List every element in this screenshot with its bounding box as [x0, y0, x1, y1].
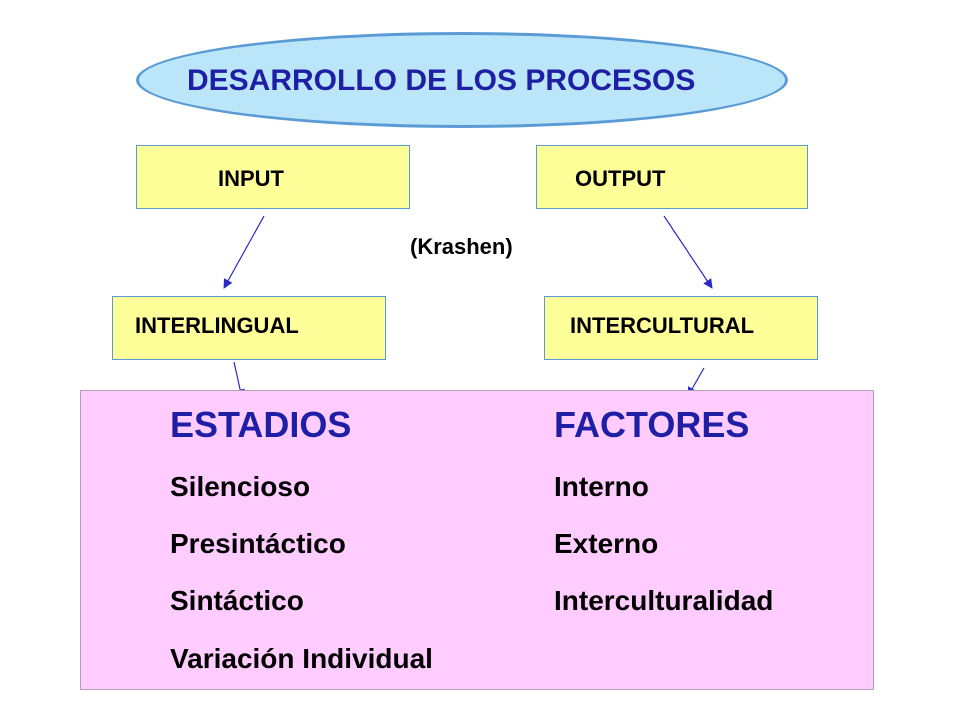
title-ellipse: [136, 32, 788, 128]
krashen-note: (Krashen): [410, 234, 513, 259]
estadios-heading: ESTADIOS: [170, 404, 352, 445]
estadios-item: Silencioso: [170, 471, 311, 502]
interlingual-box: [112, 296, 386, 360]
intercultural-box: [544, 296, 818, 360]
arrow-input-to-interlingual: [223, 215, 265, 289]
estadios-item: Sintáctico: [170, 585, 304, 616]
arrow-output-to-intercultural: [663, 215, 713, 289]
output-box: [536, 145, 808, 209]
factores-item: Interculturalidad: [554, 585, 774, 616]
estadios-item: Variación Individual: [170, 643, 433, 674]
estadios-item: Presintáctico: [170, 528, 346, 559]
input-label: INPUT: [218, 166, 284, 191]
factores-item: Interno: [554, 471, 649, 502]
input-box: [136, 145, 410, 209]
factores-item: Externo: [554, 528, 659, 559]
output-label: OUTPUT: [575, 166, 666, 191]
intercultural-label: INTERCULTURAL: [570, 313, 755, 338]
stages-factors-panel: [80, 390, 874, 690]
factores-heading: FACTORES: [554, 404, 750, 445]
interlingual-label: INTERLINGUAL: [135, 313, 299, 338]
diagram-title: DESARROLLO DE LOS PROCESOS: [187, 64, 696, 97]
